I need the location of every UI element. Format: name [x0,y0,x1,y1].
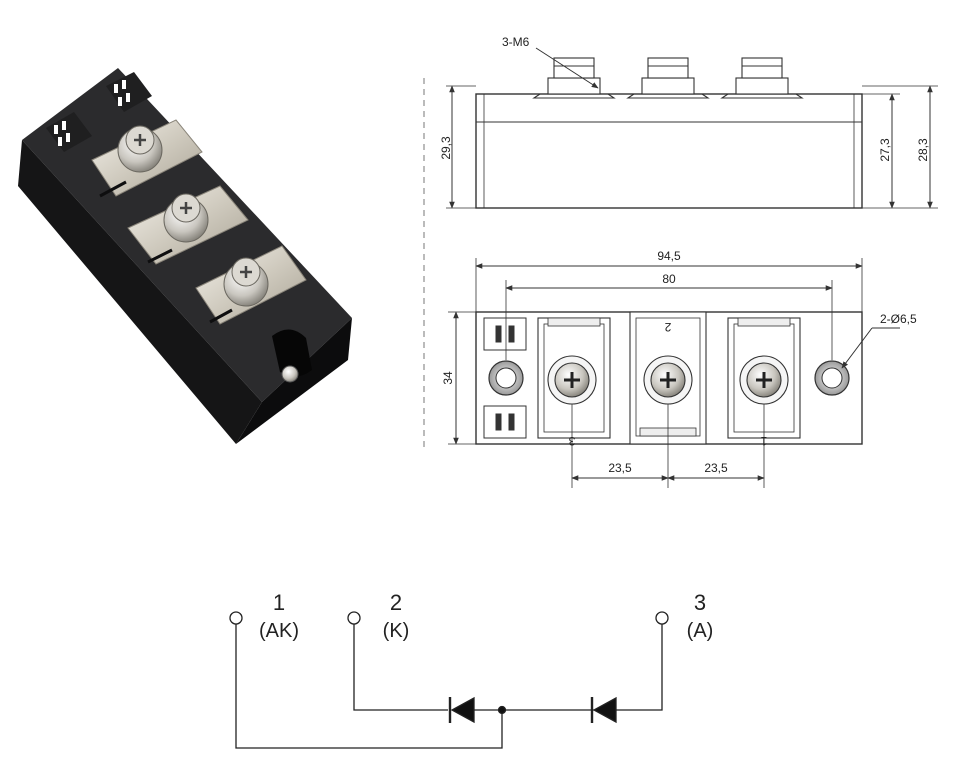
terminal-3-role: (A) [687,620,714,642]
dim-height-right-outer: 28,3 [916,138,930,162]
module-photo [18,68,352,444]
gate-block-bottom [483,405,527,439]
terminal-mark-2: 2 [664,320,671,334]
callout-hole-diameter: 2-Ø6,5 [880,312,917,326]
diode-1-symbol [448,696,475,724]
wire-terminal-2 [353,624,448,711]
junction-dot [497,705,507,715]
wire-terminal-3 [616,624,663,711]
module-housing-front [18,140,262,444]
terminal-node-2 [347,611,361,625]
side-body-outline [475,93,863,209]
gate-block-top [483,317,527,351]
mounting-slot [272,329,312,383]
terminal-mark-1: 1 [760,434,767,448]
diode-2-symbol [590,696,617,724]
gate-connector-2 [106,72,152,112]
front-view-drawing [448,258,900,488]
side-view-drawing [423,47,938,450]
terminal-node-1 [229,611,243,625]
dim-width: 34 [441,371,455,385]
circuit-schematic [229,611,669,749]
callout-3-m6: 3-M6 [502,35,530,49]
gate-connector-1 [46,112,92,152]
stud-1 [532,57,616,99]
dim-pitch-right: 23,5 [704,461,728,475]
terminal-1-role: (AK) [259,620,299,642]
terminal-3-number: 3 [694,590,706,615]
terminal-plate-1 [91,119,203,197]
dim-pitch-left: 23,5 [608,461,632,475]
wire-terminal-1 [235,624,503,749]
terminal-2-role: (K) [383,620,410,642]
front-terminal-3 [537,317,611,439]
dim-height-left: 29,3 [439,136,453,160]
terminal-mark-3: 3 [568,434,575,448]
stud-3 [720,57,804,99]
dim-overall-length: 94,5 [657,249,681,263]
terminal-plate-2 [127,185,249,265]
terminal-plate-3 [195,245,307,325]
terminal-2-number: 2 [390,590,402,615]
stud-2 [626,57,710,99]
terminal-1-number: 1 [273,590,285,615]
dim-hole-spacing: 80 [662,272,676,286]
terminal-node-3 [655,611,669,625]
dim-height-right-inner: 27,3 [878,138,892,162]
mount-hole-right [814,360,850,396]
mount-hole-left [488,360,524,396]
